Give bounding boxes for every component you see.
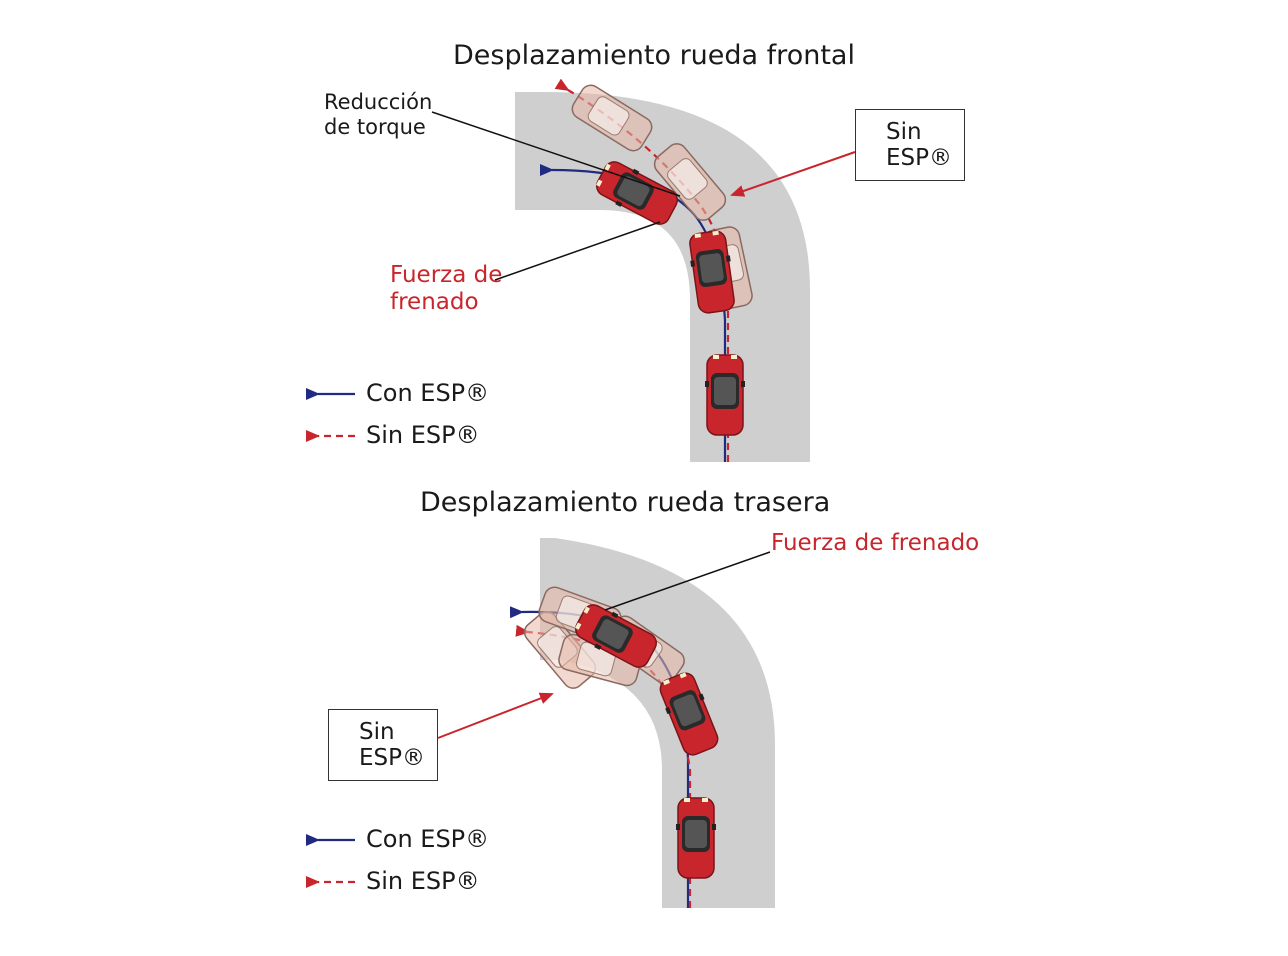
bottom-box-arrow [437,692,554,739]
top-legend-with: Con ESP® [366,379,490,407]
top-road [515,92,810,462]
bottom-box-line1: Sin [359,719,395,745]
bottom-title: Desplazamiento rueda trasera [420,487,831,518]
top-brake-label: Fuerza de frenado [390,262,502,316]
top-brake-line2: frenado [390,289,479,316]
top-legend-without: Sin ESP® [366,421,480,449]
top-torque-leader [431,111,681,197]
bottom-legend-without: Sin ESP® [366,867,480,895]
top-torque-line1: Reducción [324,90,433,114]
top-brake-line1: Fuerza de [390,262,503,288]
bottom-sin-esp-box: Sin ESP® [328,709,438,781]
top-torque-label: Reducción de torque [324,90,432,140]
top-sin-esp-box: Sin ESP® [855,109,965,181]
top-brake-leader [494,221,661,281]
top-box-line1: Sin [886,119,922,145]
bottom-brake-label: Fuerza de frenado [771,530,980,556]
bottom-legend-with: Con ESP® [366,825,490,853]
top-torque-line2: de torque [324,114,426,139]
top-title: Desplazamiento rueda frontal [453,40,855,71]
bottom-box-line2: ESP® [359,745,426,772]
top-box-arrow [730,151,856,197]
bottom-brake-leader [604,551,771,611]
top-box-line2: ESP® [886,145,953,172]
